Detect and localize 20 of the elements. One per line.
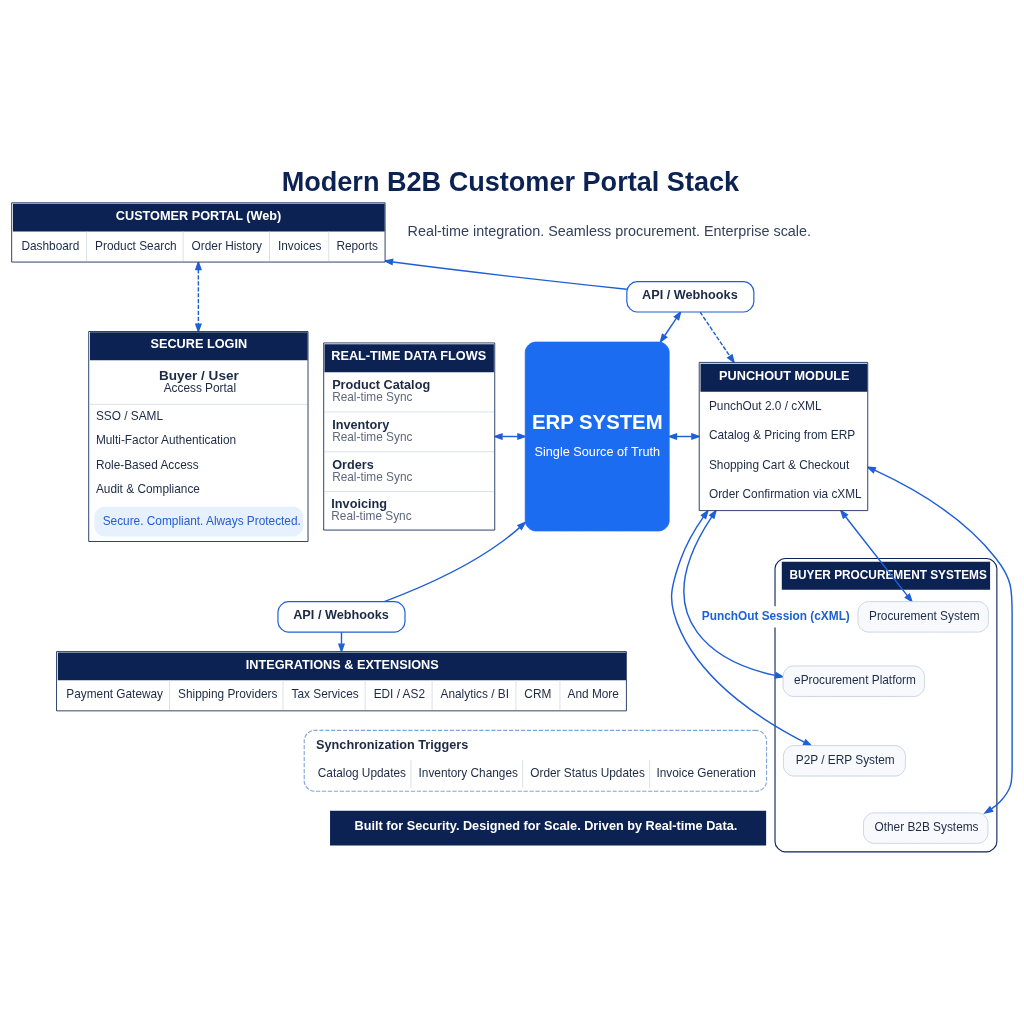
diagram-title: Modern B2B Customer Portal Stack xyxy=(281,165,740,197)
arrow xyxy=(839,508,914,603)
arrow xyxy=(865,465,1013,814)
node-box: Procurement System xyxy=(857,600,989,633)
node-box: API / Webhooks xyxy=(277,600,406,633)
node-text: SECURE LOGIN Buyer / User Access Portal SSO / SAML Multi-Factor Authentication Role-Based Access Audit & Compliance Secure. Compliant. Always Protected. xyxy=(95,336,301,528)
node-text: REAL-TIME DATA FLOWS Product Catalog Real-time Sync Inventory Real-time Sync Orders Real-time Sync Invoicing Real-time Sync xyxy=(331,348,487,523)
arrow xyxy=(683,508,785,679)
node-box: ERP SYSTEM Single Source of Truth xyxy=(524,341,670,531)
node-box: Synchronization Triggers Catalog Updates Inventory Changes Order Status Updates Invoice Generation xyxy=(303,729,768,792)
node-box: API / Webhooks xyxy=(626,280,755,313)
node-text: INTEGRATIONS & EXTENSIONS Payment Gateway Shipping Providers Tax Services EDI / AS2 Analytics / BI CRM And More xyxy=(66,657,619,701)
node-box: Other B2B Systems xyxy=(863,811,989,844)
node-box: eProcurement Platform xyxy=(782,665,925,697)
node-box: P2P / ERP System xyxy=(783,744,906,776)
arrow xyxy=(383,258,628,290)
label: Built for Security. Designed for Scale. Driven by Real-time Data. xyxy=(354,818,738,833)
label: Real-time integration. Seamless procurement. Enterprise scale. xyxy=(407,222,812,239)
node-text: PUNCHOUT MODULE PunchOut 2.0 / cXML Catalog & Pricing from ERP Shopping Cart & Checkout Order Confirmation via cXML xyxy=(708,368,862,501)
node-text: CUSTOMER PORTAL (Web) Dashboard Product Search Order History Invoices Reports xyxy=(21,208,378,253)
